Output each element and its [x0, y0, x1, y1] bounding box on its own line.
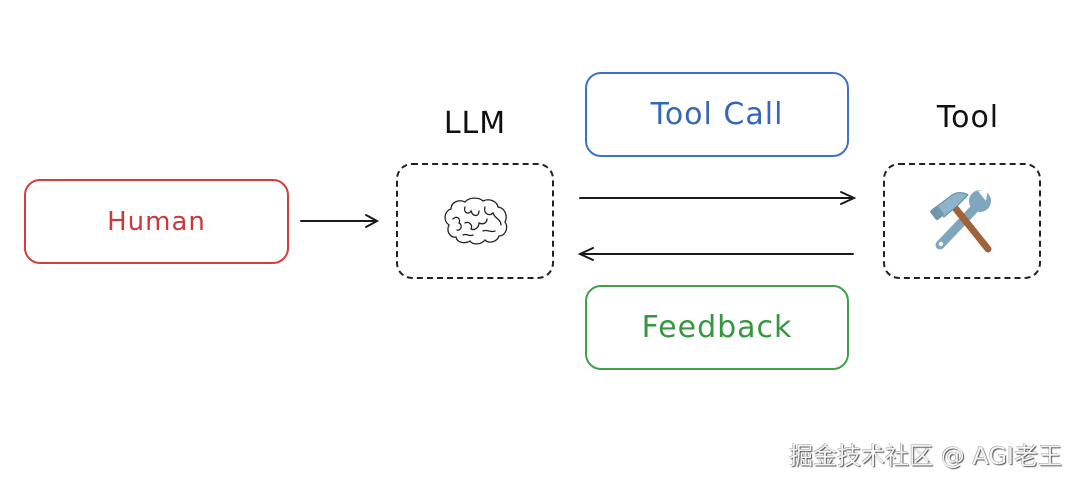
feedback-label: Feedback — [641, 310, 793, 345]
tool-node — [883, 163, 1041, 279]
llm-node — [396, 163, 554, 279]
brain-icon — [444, 197, 508, 245]
tool-call-label-box: Tool Call — [585, 72, 849, 157]
feedback-label-box: Feedback — [585, 285, 849, 370]
watermark: 掘金技术社区 @ AGI老王 — [789, 442, 1062, 470]
hammer-and-wrench-icon — [930, 189, 992, 253]
tool-label: Tool — [936, 100, 1000, 135]
human-label: Human — [107, 206, 206, 237]
arrow-human-to-llm — [300, 214, 380, 228]
arrow-llm-to-tool — [579, 191, 857, 205]
hammer-icon — [930, 192, 992, 253]
arrow-tool-to-llm — [577, 247, 854, 261]
human-node: Human — [24, 179, 289, 264]
wrench-icon — [935, 189, 991, 250]
llm-label: LLM — [443, 106, 507, 141]
tool-call-label: Tool Call — [650, 97, 784, 132]
